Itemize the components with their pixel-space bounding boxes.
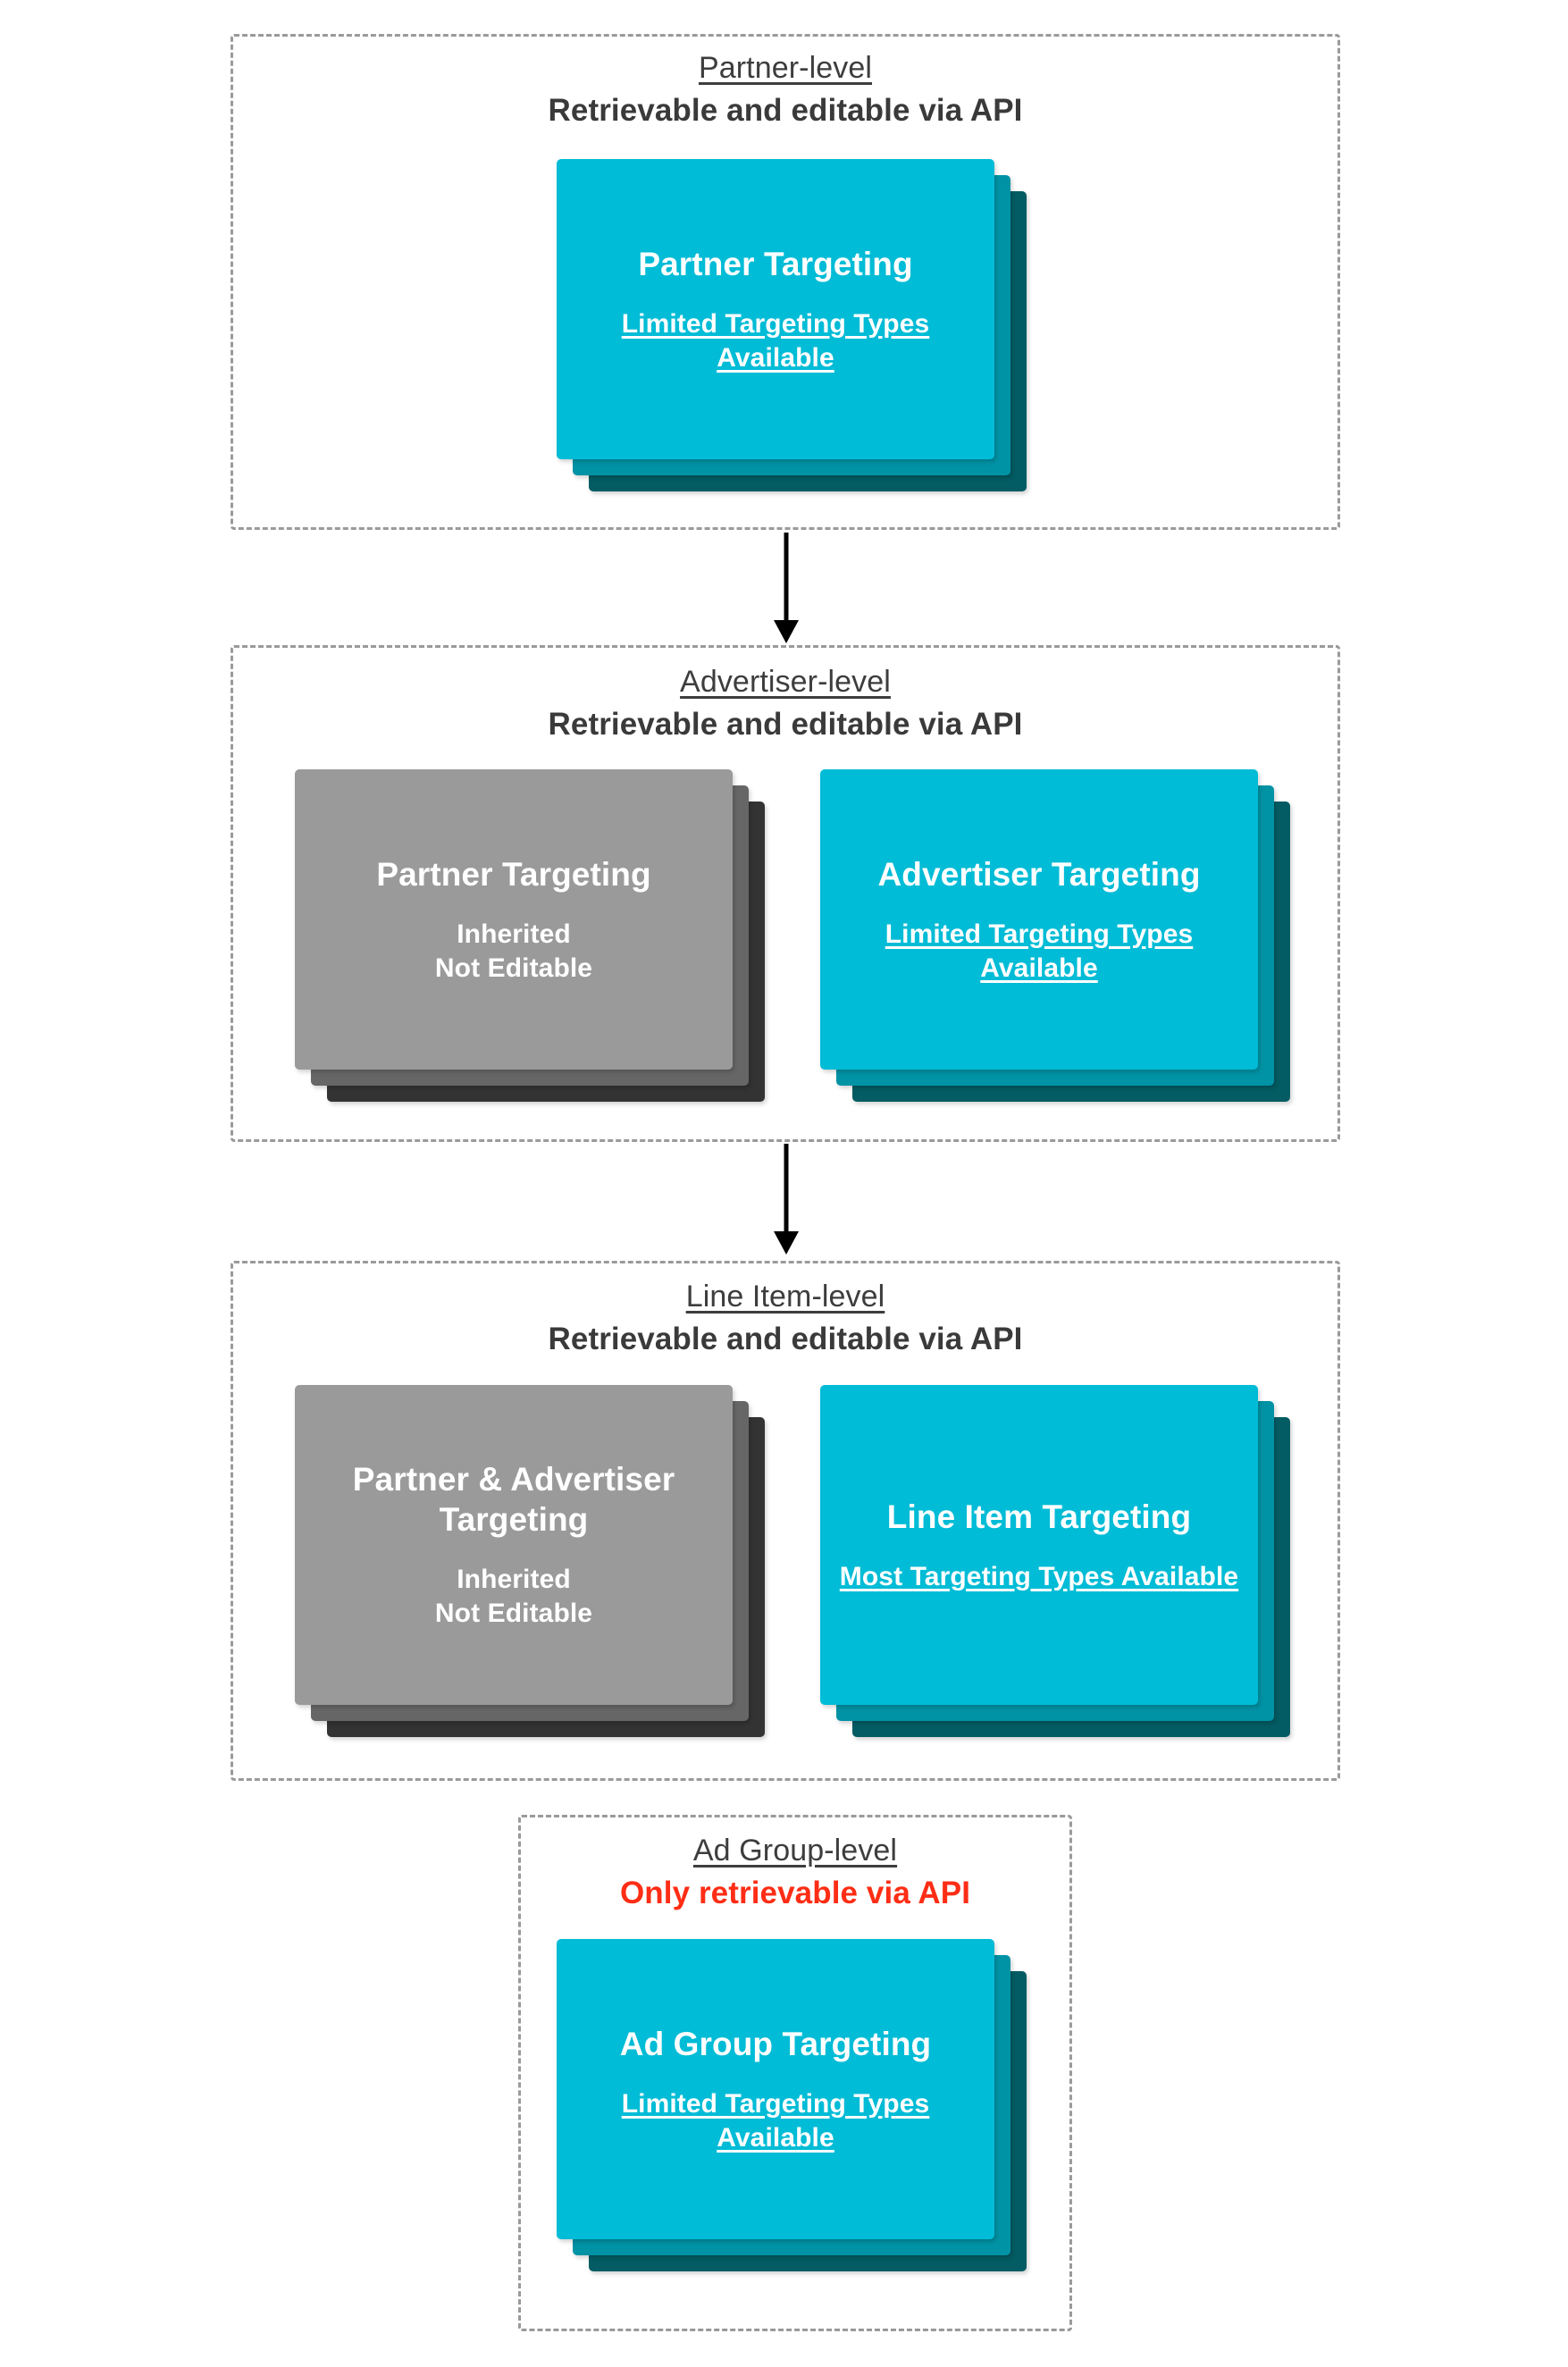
card-title: Partner & Advertiser Targeting [352, 1461, 675, 1539]
card-stack-line-item-targeting[interactable]: Line Item Targeting Most Targeting Types… [820, 1385, 1292, 1737]
level-header-line-item: Line Item-level Retrievable and editable… [231, 1278, 1340, 1359]
connector-partner-to-advertiser [768, 533, 804, 645]
card-subtitle: Most Targeting Types Available [839, 1561, 1239, 1591]
level-api-note-partner: Retrievable and editable via API [548, 92, 1023, 128]
level-box-ad-group [518, 1815, 1072, 2331]
card-subtitle: Limited Targeting Types Available [621, 308, 930, 373]
card-front-inherited-partner-advertiser-targeting[interactable]: Partner & Advertiser Targeting Inherited… [295, 1385, 733, 1705]
level-name-partner: Partner-level [698, 51, 873, 85]
card-stack-ad-group-targeting[interactable]: Ad Group Targeting Limited Targeting Typ… [557, 1939, 1028, 2271]
card-subtitle: Limited Targeting Types Available [885, 919, 1194, 983]
card-stack-advertiser-targeting[interactable]: Advertiser Targeting Limited Targeting T… [820, 769, 1292, 1102]
card-front-inherited-partner-targeting[interactable]: Partner Targeting Inherited Not Editable [295, 769, 733, 1070]
card-stack-advertiser-inherited-partner[interactable]: Partner Targeting Inherited Not Editable [295, 769, 767, 1102]
card-stack-line-item-inherited[interactable]: Partner & Advertiser Targeting Inherited… [295, 1385, 767, 1737]
level-api-note-line-item: Retrievable and editable via API [548, 1321, 1023, 1356]
card-front-line-item-targeting[interactable]: Line Item Targeting Most Targeting Types… [820, 1385, 1258, 1705]
card-stack-partner-targeting[interactable]: Partner Targeting Limited Targeting Type… [557, 159, 1028, 491]
card-front-partner-targeting[interactable]: Partner Targeting Limited Targeting Type… [557, 159, 994, 459]
level-header-advertiser: Advertiser-level Retrievable and editabl… [231, 663, 1340, 744]
level-header-partner: Partner-level Retrievable and editable v… [231, 49, 1340, 130]
level-box-partner [231, 34, 1340, 530]
card-subtitle: Limited Targeting Types Available [621, 2088, 930, 2153]
level-name-advertiser: Advertiser-level [680, 665, 891, 699]
card-front-ad-group-targeting[interactable]: Ad Group Targeting Limited Targeting Typ… [557, 1939, 994, 2239]
level-box-advertiser [231, 645, 1340, 1142]
level-api-note-ad-group: Only retrievable via API [619, 1875, 971, 1910]
level-header-ad-group: Ad Group-level Only retrievable via API [518, 1832, 1072, 1913]
level-name-ad-group: Ad Group-level [692, 1834, 898, 1868]
card-title: Line Item Targeting [886, 1498, 1192, 1535]
card-title: Partner Targeting [376, 855, 651, 893]
card-title: Ad Group Targeting [619, 2025, 932, 2062]
level-api-note-advertiser: Retrievable and editable via API [548, 706, 1023, 742]
card-front-advertiser-targeting[interactable]: Advertiser Targeting Limited Targeting T… [820, 769, 1258, 1070]
level-box-line-item [231, 1261, 1340, 1781]
card-subtitle: Inherited Not Editable [434, 919, 593, 983]
card-title: Advertiser Targeting [877, 855, 1201, 893]
card-title: Partner Targeting [638, 245, 913, 282]
level-name-line-item: Line Item-level [685, 1280, 885, 1314]
connector-advertiser-to-line-item [768, 1144, 804, 1256]
card-subtitle: Inherited Not Editable [434, 1565, 593, 1629]
